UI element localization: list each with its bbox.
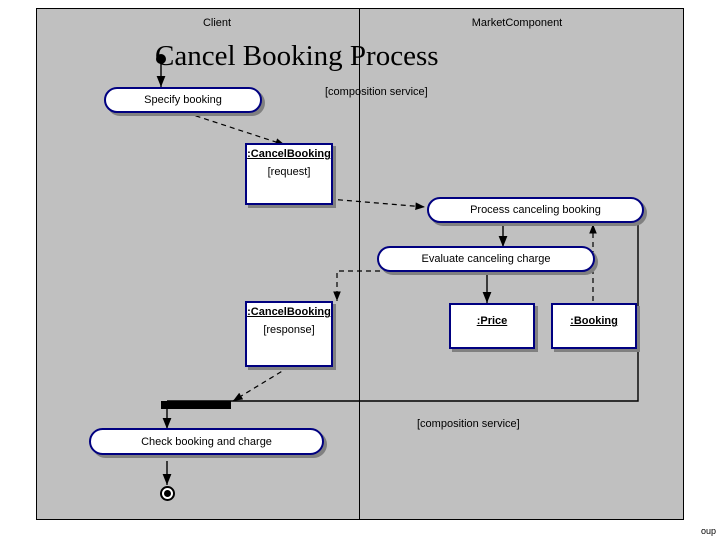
start-node — [156, 54, 166, 64]
action-evaluate-canceling-charge[interactable]: Evaluate canceling charge — [377, 246, 595, 272]
join-bar — [161, 401, 231, 409]
object-title: :CancelBooking — [247, 306, 331, 318]
action-check-booking-and-charge[interactable]: Check booking and charge — [89, 428, 324, 455]
note-composition-service-top: [composition service] — [325, 86, 428, 98]
object-cancel-booking-request[interactable]: :CancelBooking [request] — [245, 143, 333, 205]
swimlane-label-marketcomponent: MarketComponent — [471, 17, 563, 29]
action-specify-booking[interactable]: Specify booking — [104, 87, 262, 113]
final-node-inner — [164, 490, 171, 497]
object-title: :Price — [476, 315, 508, 327]
object-title: :Booking — [570, 315, 618, 327]
action-process-canceling-booking[interactable]: Process canceling booking — [427, 197, 644, 223]
object-price[interactable]: :Price — [449, 303, 535, 349]
object-booking[interactable]: :Booking — [551, 303, 637, 349]
activity-diagram-canvas: Client MarketComponent [composition serv… — [36, 8, 684, 520]
page-title: Cancel Booking Process — [155, 40, 439, 72]
object-state: [request] — [267, 166, 311, 178]
note-composition-service-bottom: [composition service] — [417, 418, 520, 430]
object-state: [response] — [263, 324, 315, 336]
object-title: :CancelBooking — [247, 148, 331, 160]
swimlane-label-client: Client — [202, 17, 232, 29]
object-cancel-booking-response[interactable]: :CancelBooking [response] — [245, 301, 333, 367]
corner-text: oup — [700, 526, 716, 536]
